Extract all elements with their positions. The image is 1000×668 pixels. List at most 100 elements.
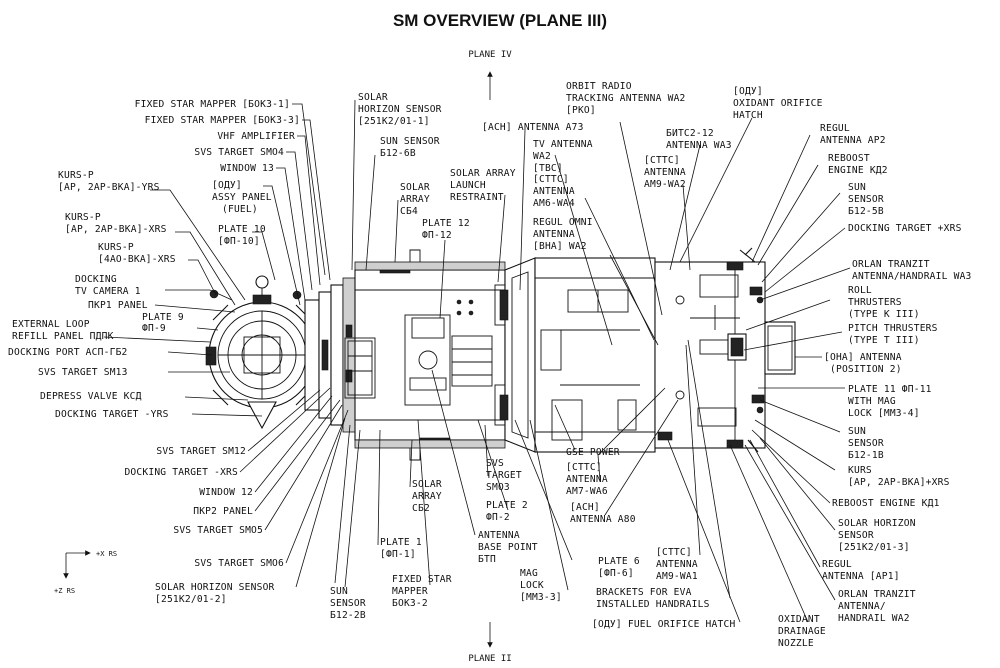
svg-text:[РКО]: [РКО]	[566, 105, 596, 116]
svg-text:KURS: KURS	[848, 465, 872, 476]
svg-text:ANTENNA: ANTENNA	[478, 530, 520, 541]
svg-text:[ОДУ]: [ОДУ]	[212, 180, 242, 191]
svg-text:NOZZLE: NOZZLE	[778, 638, 814, 649]
label-plate-1: PLATE 1 [ФП-1]	[380, 537, 422, 560]
label-orlan-tranzit-wa3: ORLAN TRANZIT ANTENNA/HANDRAIL WA3	[852, 259, 972, 282]
conical-transition	[499, 257, 536, 453]
svg-text:ANTENNA: ANTENNA	[533, 186, 575, 197]
svg-text:BRACKETS FOR EVA: BRACKETS FOR EVA	[596, 587, 692, 598]
svg-text:WITH MAG: WITH MAG	[848, 396, 896, 407]
svg-text:СБ4: СБ4	[400, 206, 418, 217]
svg-text:[СТТС]: [СТТС]	[656, 547, 692, 558]
label-svs-target-sm12: SVS TARGET SM12	[156, 446, 246, 457]
svg-text:KURS-P: KURS-P	[98, 242, 134, 253]
svg-text:ORLAN TRANZIT: ORLAN TRANZIT	[852, 259, 930, 270]
svg-text:Б12-1В: Б12-1В	[848, 450, 884, 461]
svg-text:REGUL OMNI: REGUL OMNI	[533, 217, 593, 228]
svg-text:PLATE 12: PLATE 12	[422, 218, 470, 229]
label-ach-antenna-a73: [АСН] ANTENNA А73	[482, 122, 584, 133]
svg-text:ФП-9: ФП-9	[142, 323, 166, 334]
svg-text:Б12-6В: Б12-6В	[380, 148, 416, 159]
label-window-13: WINDOW 13	[220, 163, 274, 174]
plane-top-label: PLANE IV	[468, 50, 512, 60]
label-pkr2-panel: ПКР2 PANEL	[193, 506, 253, 517]
label-assy-panel-fuel: [ОДУ] ASSY PANEL (FUEL)	[212, 180, 272, 215]
svg-text:HORIZON SENSOR: HORIZON SENSOR	[358, 104, 442, 115]
svg-text:LOCK [ММЗ-4]: LOCK [ММЗ-4]	[848, 408, 920, 419]
label-solar-array-launch-restraint: SOLAR ARRAY LAUNCH RESTRAINT	[450, 168, 516, 203]
svg-text:ANTENNA: ANTENNA	[566, 474, 608, 485]
svg-text:SENSOR: SENSOR	[330, 598, 366, 609]
label-cttc-antenna-am6-wa4: [СТТС] ANTENNA AM6-WA4	[533, 174, 575, 209]
svg-text:[АСН]: [АСН]	[570, 502, 600, 513]
svg-text:REGUL: REGUL	[822, 559, 852, 570]
svg-text:PLATE 6: PLATE 6	[598, 556, 640, 567]
label-window-12: WINDOW 12	[199, 487, 253, 498]
label-svs-target-smo6: SVS TARGET SMO6	[194, 558, 284, 569]
svg-text:[ОНА] ANTENNA: [ОНА] ANTENNA	[824, 352, 902, 363]
svg-text:TV ANTENNA: TV ANTENNA	[533, 139, 593, 150]
axis-z-label: +Z RS	[54, 587, 75, 595]
svg-text:(POSITION 2): (POSITION 2)	[830, 364, 902, 375]
svg-text:ENGINE КД2: ENGINE КД2	[828, 165, 888, 176]
svg-text:SOLAR ARRAY: SOLAR ARRAY	[450, 168, 516, 179]
svg-text:EXTERNAL LOOP: EXTERNAL LOOP	[12, 319, 90, 330]
svg-text:KURS-P: KURS-P	[58, 170, 94, 181]
label-kurs-p-xrs-2: KURS-P [4АО-ВКА]-XRS	[98, 242, 176, 265]
docking-port-assembly	[205, 275, 319, 430]
label-kurs-p-yrs: KURS-P [АР, 2АР-ВКА]-YRS	[58, 170, 159, 193]
svg-text:[ФП-1]: [ФП-1]	[380, 549, 416, 560]
svg-text:REGUL: REGUL	[820, 123, 850, 134]
svg-text:ANTENNA [АР1]: ANTENNA [АР1]	[822, 571, 900, 582]
svg-text:TV CAMERA 1: TV CAMERA 1	[75, 286, 141, 297]
label-svs-target-smo3: SVS TARGET SMO3	[486, 458, 522, 493]
svg-text:Б12-5В: Б12-5В	[848, 206, 884, 217]
svg-text:ANTENNA: ANTENNA	[644, 167, 686, 178]
large-diameter-compartment	[534, 257, 667, 453]
svg-text:ORBIT RADIO: ORBIT RADIO	[566, 81, 632, 92]
label-docking-port: DOCKING PORT АСП-ГБ2	[8, 347, 128, 358]
svg-text:ARRAY: ARRAY	[412, 491, 442, 502]
label-ona-antenna: [ОНА] ANTENNA (POSITION 2)	[824, 352, 902, 375]
svg-text:LOCK: LOCK	[520, 580, 544, 591]
svg-text:SVS: SVS	[486, 458, 504, 469]
label-bitc2-12-antenna-wa3: БИТС2-12 ANTENNA WA3	[666, 128, 732, 151]
svg-text:OXIDANT ORIFICE: OXIDANT ORIFICE	[733, 98, 823, 109]
svg-text:[ФП-10]: [ФП-10]	[218, 236, 260, 247]
svg-text:ROLL: ROLL	[848, 285, 872, 296]
center-callout-labels: SOLAR HORIZON SENSOR [251К2/01-1] SUN SE…	[330, 81, 735, 630]
svg-text:FIXED STAR: FIXED STAR	[392, 574, 452, 585]
svg-text:[4АО-ВКА]-XRS: [4АО-ВКА]-XRS	[98, 254, 176, 265]
svg-text:BASE POINT: BASE POINT	[478, 542, 538, 553]
svg-text:[ОДУ]: [ОДУ]	[733, 86, 763, 97]
label-solar-array-sb2: SOLAR ARRAY СБ2	[412, 479, 442, 514]
svg-text:ASSY PANEL: ASSY PANEL	[212, 192, 272, 203]
label-docking-target-yrs: DOCKING TARGET -YRS	[55, 409, 169, 420]
svg-text:ANTENNA/HANDRAIL WA3: ANTENNA/HANDRAIL WA3	[852, 271, 972, 282]
svg-text:[ФП-6]: [ФП-6]	[598, 568, 634, 579]
svg-text:(TYPE T III): (TYPE T III)	[848, 335, 920, 346]
svg-text:ФП-12: ФП-12	[422, 230, 452, 241]
svg-text:SUN: SUN	[330, 586, 348, 597]
label-reboost-engine-kd2: REBOOST ENGINE КД2	[828, 153, 888, 176]
svg-text:ФП-2: ФП-2	[486, 512, 510, 523]
svg-text:[АР, 2АР-ВКА]+XRS: [АР, 2АР-ВКА]+XRS	[848, 477, 950, 488]
label-regul-antenna-ap2: REGUL ANTENNA АР2	[820, 123, 886, 146]
svg-text:DOCKING: DOCKING	[75, 274, 117, 285]
label-svs-target-smo5: SVS TARGET SMO5	[173, 525, 263, 536]
svg-text:SENSOR: SENSOR	[848, 194, 884, 205]
svg-text:WA2: WA2	[533, 151, 551, 162]
label-regul-omni-antenna: REGUL OMNI ANTENNA [ВНА] WA2	[533, 217, 593, 252]
svg-text:PLATE 11 ФП-11: PLATE 11 ФП-11	[848, 384, 932, 395]
svg-text:[СТТС]: [СТТС]	[566, 462, 602, 473]
axes-indicator: +X RS +Z RS	[54, 550, 117, 595]
label-sun-sensor-b12-1b: SUN SENSOR Б12-1В	[848, 426, 884, 461]
label-docking-target-plus-xrs: DOCKING TARGET +XRS	[848, 223, 962, 234]
svg-text:(TYPE K III): (TYPE K III)	[848, 309, 920, 320]
label-regul-antenna-ap1: REGUL ANTENNA [АР1]	[822, 559, 900, 582]
svg-text:PLATE 2: PLATE 2	[486, 500, 528, 511]
svg-text:SOLAR: SOLAR	[400, 182, 430, 193]
svg-text:THRUSTERS: THRUSTERS	[848, 297, 902, 308]
label-plate-12: PLATE 12 ФП-12	[422, 218, 470, 241]
label-svs-target-smo4: SVS TARGET SMO4	[194, 147, 284, 158]
